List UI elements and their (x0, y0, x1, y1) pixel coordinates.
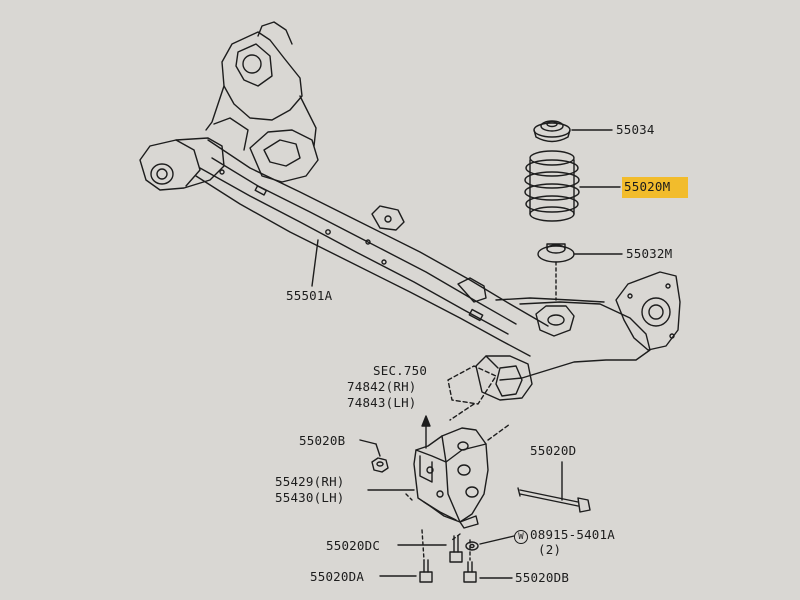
washer-circle-icon: W (514, 530, 528, 544)
label-55501A: 55501A (286, 288, 333, 303)
label-55429-rh: 55429(RH) (275, 474, 345, 489)
upper-spring-seat (533, 120, 613, 143)
mounting-bracket (405, 415, 511, 561)
label-55034: 55034 (616, 122, 655, 137)
label-08915-text: 08915-5401A (530, 527, 615, 542)
label-sec-750: SEC.750 (373, 363, 428, 378)
nut-55020B (359, 439, 389, 473)
label-55430-lh: 55430(LH) (275, 490, 345, 505)
label-55020DA: 55020DA (310, 569, 365, 584)
label-74843-lh: 74843(LH) (347, 395, 417, 410)
label-74842-rh: 74842(RH) (347, 379, 417, 394)
label-55020DB: 55020DB (515, 570, 570, 585)
label-55020D: 55020D (530, 443, 577, 458)
long-bolt-55020D (517, 461, 591, 513)
label-55032M: 55032M (626, 246, 673, 261)
label-quantity: (2) (538, 542, 562, 557)
coil-spring (524, 150, 621, 222)
label-55020DC: 55020DC (326, 538, 381, 553)
leader-55501A (311, 239, 319, 287)
label-55020B: 55020B (299, 433, 346, 448)
lower-spring-seat (537, 243, 623, 263)
torsion-beam-axle (139, 21, 681, 421)
small-bolts (379, 535, 515, 583)
label-55020M-highlighted: 55020M (622, 177, 689, 198)
